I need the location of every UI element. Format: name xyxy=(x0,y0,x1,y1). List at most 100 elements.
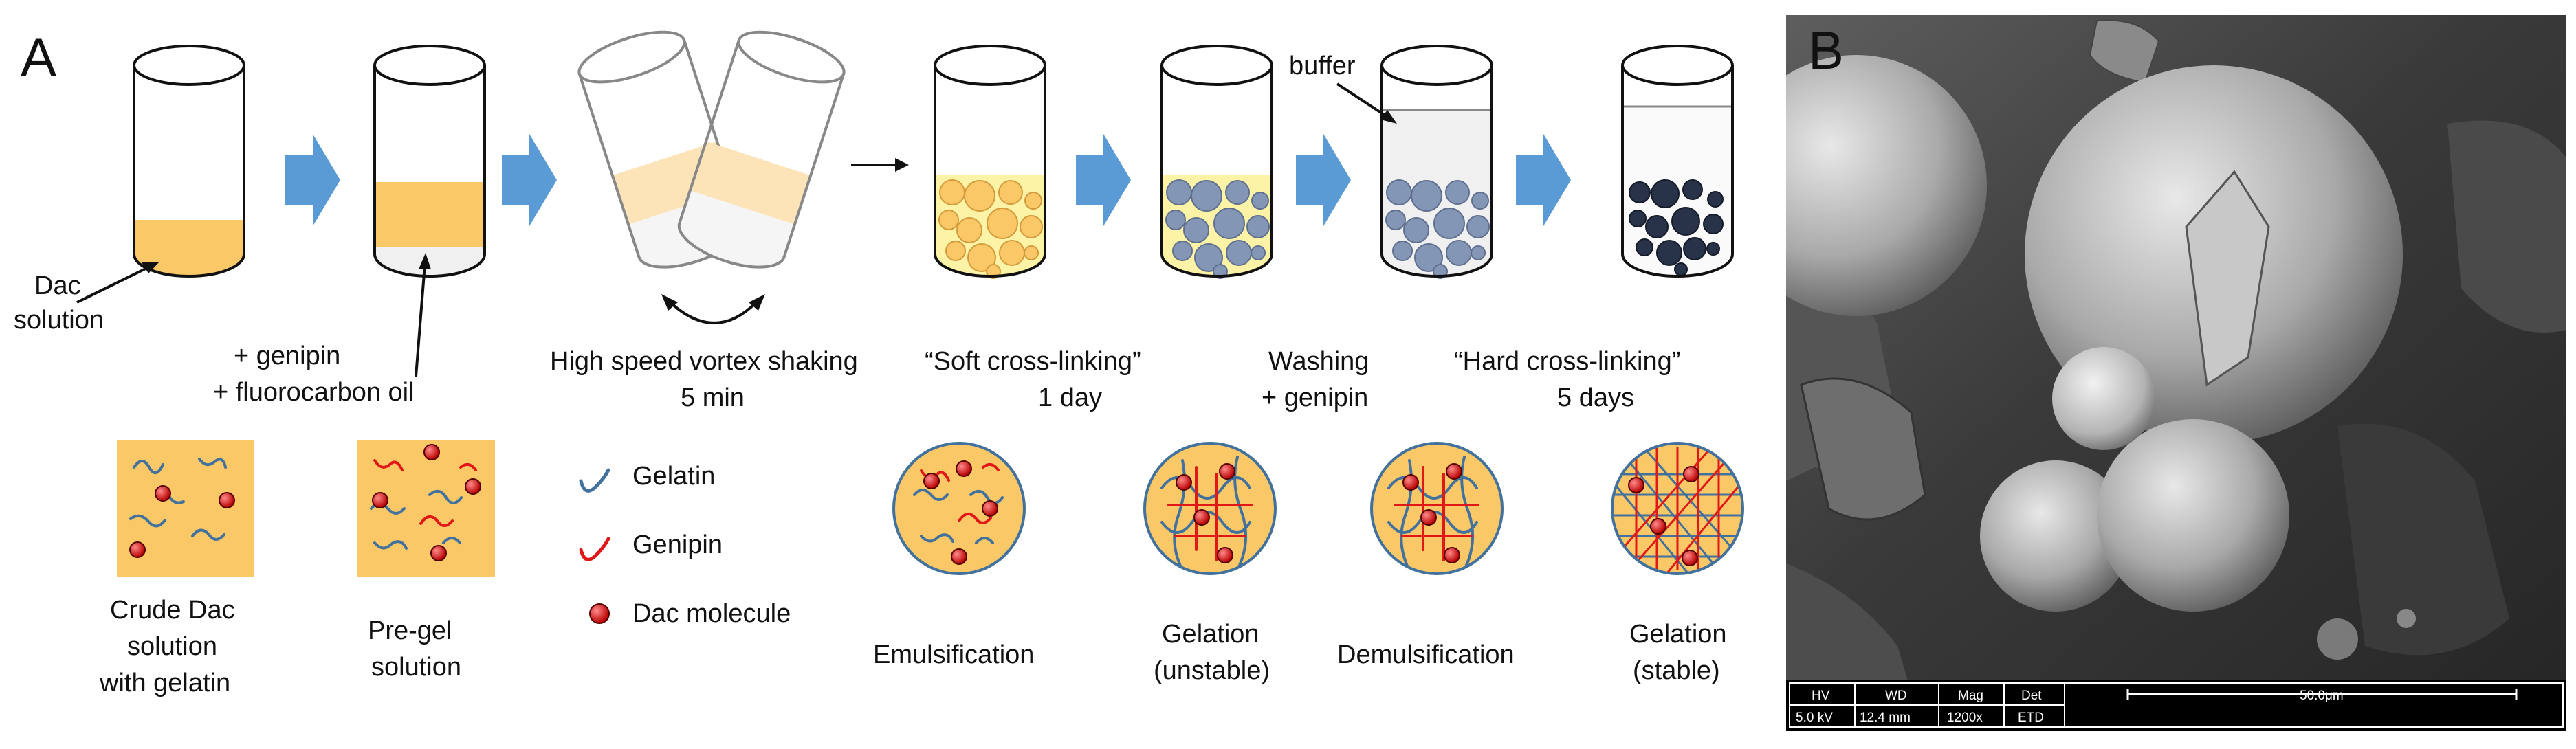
dac-dots xyxy=(372,444,481,561)
gelatin-swatch xyxy=(579,468,610,493)
step4-line1: Washing xyxy=(1268,347,1369,376)
legend: Gelatin Genipin Dac molecule xyxy=(579,462,791,628)
tube-emulsion xyxy=(934,45,1046,279)
pregel-label: Pre-gel solution xyxy=(368,616,461,682)
process-arrow-2 xyxy=(502,134,557,226)
schematic-gelation-stable xyxy=(1611,442,1744,575)
tube-dac-solution xyxy=(133,45,245,278)
tube-buffer xyxy=(1380,45,1493,279)
tube-rim xyxy=(133,45,245,86)
sem-header-mag: Mag xyxy=(1958,689,1983,703)
gelation-unstable-line2: (unstable) xyxy=(1154,656,1270,685)
step2-line2: 5 min xyxy=(681,383,745,412)
panel-label-b: B xyxy=(1808,20,1844,80)
process-arrow-6 xyxy=(1516,134,1571,226)
step5-label: “Hard cross-linking” 5 days xyxy=(1454,347,1680,412)
gelation-unstable-line1: Gelation xyxy=(1162,620,1259,649)
tube-fill-orange xyxy=(134,220,244,276)
tube-vortex-right xyxy=(677,30,846,269)
tube-fill-orange xyxy=(375,182,485,247)
process-arrow-4 xyxy=(1076,134,1131,226)
sem-scale-bar: 50.0μm xyxy=(2126,689,2518,703)
panel-label-a: A xyxy=(21,27,56,87)
microsphere xyxy=(2097,419,2289,612)
oil-pointer-arrow xyxy=(415,253,431,377)
tube-outline xyxy=(133,65,245,278)
dac-solution-label: Dac solution xyxy=(14,271,104,335)
crude-label: Crude Dac solution with gelatin xyxy=(99,596,235,697)
sem-micrograph: HV WD Mag Det 5.0 kV 12.4 mm 1200x ETD 5… xyxy=(1786,15,2566,731)
process-arrow-5 xyxy=(1296,134,1351,226)
schematic-crude xyxy=(117,440,254,577)
crude-line3: with gelatin xyxy=(99,669,230,697)
emulsification-label: Emulsification xyxy=(873,640,1034,669)
sem-value-det: ETD xyxy=(2018,711,2044,725)
pregel-line1: Pre-gel xyxy=(368,616,452,645)
gelation-unstable-label: Gelation (unstable) xyxy=(1154,620,1270,685)
sem-header-det: Det xyxy=(2021,689,2042,703)
gelation-stable-label: Gelation (stable) xyxy=(1629,620,1727,685)
step1-line2: + fluorocarbon oil xyxy=(213,378,415,407)
process-arrow-3 xyxy=(851,158,909,172)
sem-scale-label: 50.0μm xyxy=(2300,689,2344,703)
microsphere xyxy=(1980,460,2131,612)
step4-line2: + genipin xyxy=(1262,383,1368,412)
legend-dac: Dac molecule xyxy=(589,599,791,628)
buffer-pointer-arrow xyxy=(1336,82,1397,124)
schematic-gelation-unstable xyxy=(1143,442,1277,575)
step5-line2: 5 days xyxy=(1557,383,1634,412)
schematic-emulsification xyxy=(892,442,1026,575)
step2-label: High speed vortex shaking 5 min xyxy=(550,347,858,412)
buffer-label: buffer xyxy=(1289,52,1356,80)
dac-label-line1: Dac xyxy=(34,271,81,300)
shake-curved-arrow xyxy=(661,294,765,324)
sem-value-wd: 12.4 mm xyxy=(1860,711,1911,725)
genipin-strands xyxy=(373,459,477,527)
tube-fill-oil xyxy=(375,247,485,276)
tube-outline xyxy=(373,65,486,278)
dac-swatch xyxy=(589,603,610,624)
microsphere xyxy=(2052,347,2155,450)
sem-header-hv: HV xyxy=(1812,689,1830,703)
step3-line1: “Soft cross-linking” xyxy=(925,347,1141,376)
genipin-swatch xyxy=(579,537,610,561)
tube-rim xyxy=(373,45,486,86)
legend-genipin-label: Genipin xyxy=(632,530,723,559)
tube-hard-crosslink xyxy=(1621,45,1734,278)
dac-dots xyxy=(129,485,235,558)
step1-label: + genipin + fluorocarbon oil xyxy=(213,342,415,407)
pregel-line2: solution xyxy=(371,653,461,682)
dac-pointer-arrow xyxy=(76,262,159,304)
step3-label: “Soft cross-linking” 1 day xyxy=(925,347,1141,412)
tube-pregel xyxy=(373,45,486,278)
schematic-square xyxy=(357,440,495,577)
gelatin-strands xyxy=(370,489,463,550)
sem-value-hv: 5.0 kV xyxy=(1796,711,1833,725)
dac-label-line2: solution xyxy=(14,306,104,335)
legend-gelatin-label: Gelatin xyxy=(632,462,715,491)
legend-genipin: Genipin xyxy=(579,530,723,561)
schematic-pregel xyxy=(357,440,495,577)
crude-line2: solution xyxy=(127,632,217,661)
step1-line1: + genipin xyxy=(234,342,340,370)
crude-line1: Crude Dac xyxy=(110,596,235,625)
gelation-stable-line2: (stable) xyxy=(1633,656,1720,685)
sem-info-grid xyxy=(1789,682,2564,728)
step2-line1: High speed vortex shaking xyxy=(550,347,858,376)
schematic-demulsification xyxy=(1370,442,1504,575)
step4-label: Washing + genipin xyxy=(1262,347,1369,412)
sem-header-wd: WD xyxy=(1885,689,1907,703)
legend-dac-label: Dac molecule xyxy=(632,599,791,628)
legend-gelatin: Gelatin xyxy=(579,462,715,493)
sem-value-mag: 1200x xyxy=(1947,711,1983,725)
gelation-stable-line1: Gelation xyxy=(1629,620,1727,649)
step5-line1: “Hard cross-linking” xyxy=(1454,347,1680,376)
process-arrow-1 xyxy=(285,134,340,226)
tube-soft-crosslink xyxy=(1160,45,1273,279)
navy-beads xyxy=(1629,179,1724,276)
demulsification-label: Demulsification xyxy=(1337,640,1515,669)
microsphere xyxy=(1786,55,1987,316)
orange-droplets xyxy=(938,179,1043,279)
slate-beads xyxy=(1385,179,1490,279)
